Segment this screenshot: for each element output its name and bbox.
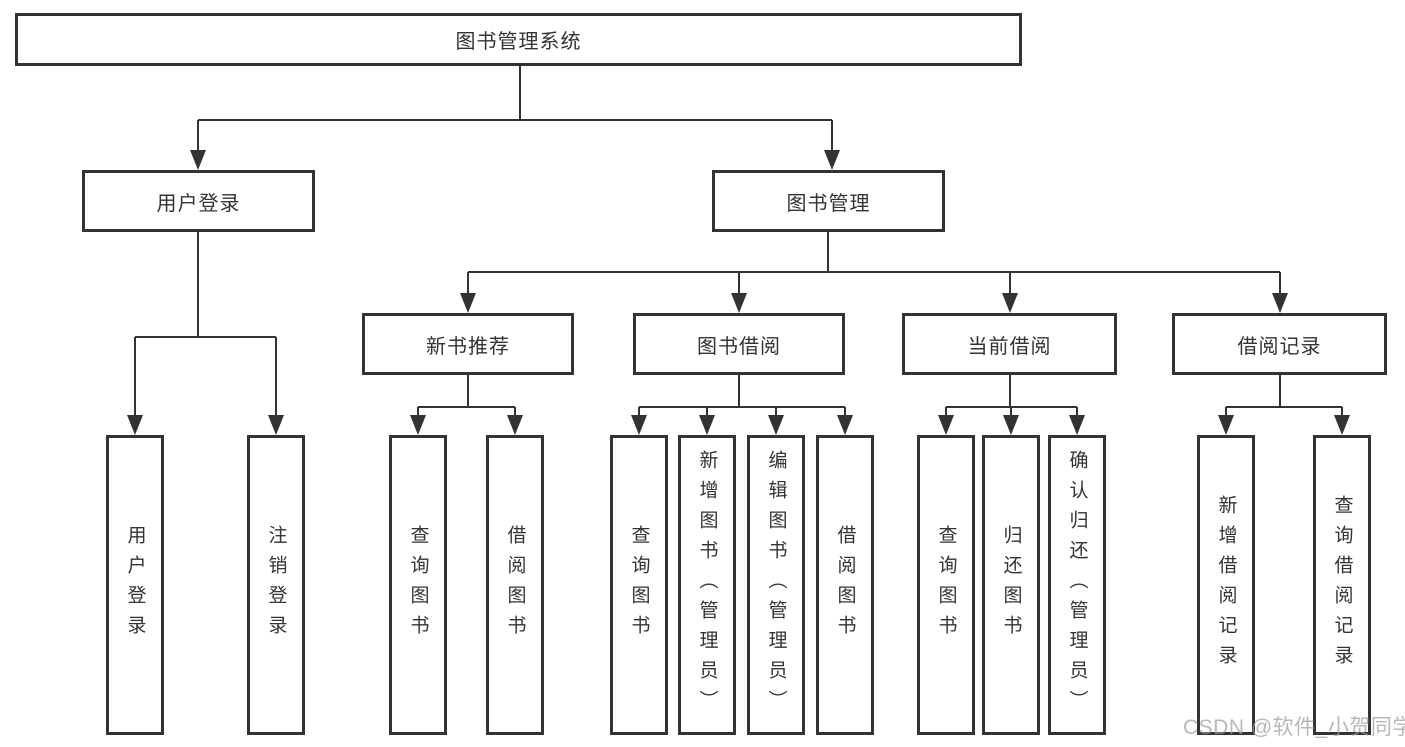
node-current-borrowing: 当前借阅	[902, 313, 1117, 375]
leaf-current-query-books-label: 查询图书	[935, 525, 957, 645]
leaf-borrowing-add-books-admin-label: 新增图书（管理员）	[696, 450, 718, 720]
node-root-system-label: 图书管理系统	[455, 31, 582, 53]
node-borrowing-records: 借阅记录	[1172, 313, 1387, 375]
leaf-user-login-label: 用户登录	[124, 525, 146, 645]
node-user-login-module-label: 用户登录	[156, 192, 241, 215]
leaf-borrowing-borrow-books-label: 借阅图书	[834, 525, 856, 645]
node-new-book-recommend: 新书推荐	[362, 313, 574, 375]
node-book-management-module-label: 图书管理	[786, 192, 871, 215]
leaf-records-query-record-label: 查询借阅记录	[1331, 495, 1353, 675]
leaf-records-add-record-label: 新增借阅记录	[1215, 495, 1237, 675]
leaf-current-confirm-return-admin: 确认归还（管理员）	[1048, 435, 1106, 735]
node-root-system: 图书管理系统	[15, 13, 1022, 66]
leaf-current-return-books-label: 归还图书	[1000, 525, 1022, 645]
csdn-watermark: CSDN @软件_小贺同学	[1183, 716, 1405, 739]
leaf-current-return-books: 归还图书	[982, 435, 1040, 735]
leaf-borrowing-query-books: 查询图书	[610, 435, 668, 735]
leaf-borrowing-edit-books-admin-label: 编辑图书（管理员）	[765, 450, 787, 720]
leaf-borrowing-edit-books-admin: 编辑图书（管理员）	[747, 435, 805, 735]
node-borrowing-records-label: 借阅记录	[1237, 335, 1322, 358]
leaf-recommend-borrow-books: 借阅图书	[486, 435, 544, 735]
node-user-login-module: 用户登录	[82, 170, 315, 232]
leaf-logout-label: 注销登录	[265, 525, 287, 645]
leaf-recommend-query-books-label: 查询图书	[407, 525, 429, 645]
leaf-logout: 注销登录	[247, 435, 305, 735]
leaf-recommend-query-books: 查询图书	[389, 435, 447, 735]
leaf-current-confirm-return-admin-label: 确认归还（管理员）	[1066, 450, 1088, 720]
node-new-book-recommend-label: 新书推荐	[426, 335, 510, 358]
node-book-borrowing: 图书借阅	[633, 313, 845, 375]
leaf-records-add-record: 新增借阅记录	[1197, 435, 1255, 735]
leaf-current-query-books: 查询图书	[917, 435, 975, 735]
connector-strokes	[134, 66, 1343, 418]
leaf-borrowing-query-books-label: 查询图书	[628, 525, 650, 645]
leaf-recommend-borrow-books-label: 借阅图书	[504, 525, 526, 645]
node-current-borrowing-label: 当前借阅	[967, 335, 1052, 358]
leaf-records-query-record: 查询借阅记录	[1313, 435, 1371, 735]
leaf-borrowing-borrow-books: 借阅图书	[816, 435, 874, 735]
leaf-borrowing-add-books-admin: 新增图书（管理员）	[678, 435, 736, 735]
leaf-user-login: 用户登录	[106, 435, 164, 735]
node-book-management-module: 图书管理	[712, 170, 945, 232]
node-book-borrowing-label: 图书借阅	[697, 335, 781, 358]
arrowheads	[127, 150, 1350, 435]
